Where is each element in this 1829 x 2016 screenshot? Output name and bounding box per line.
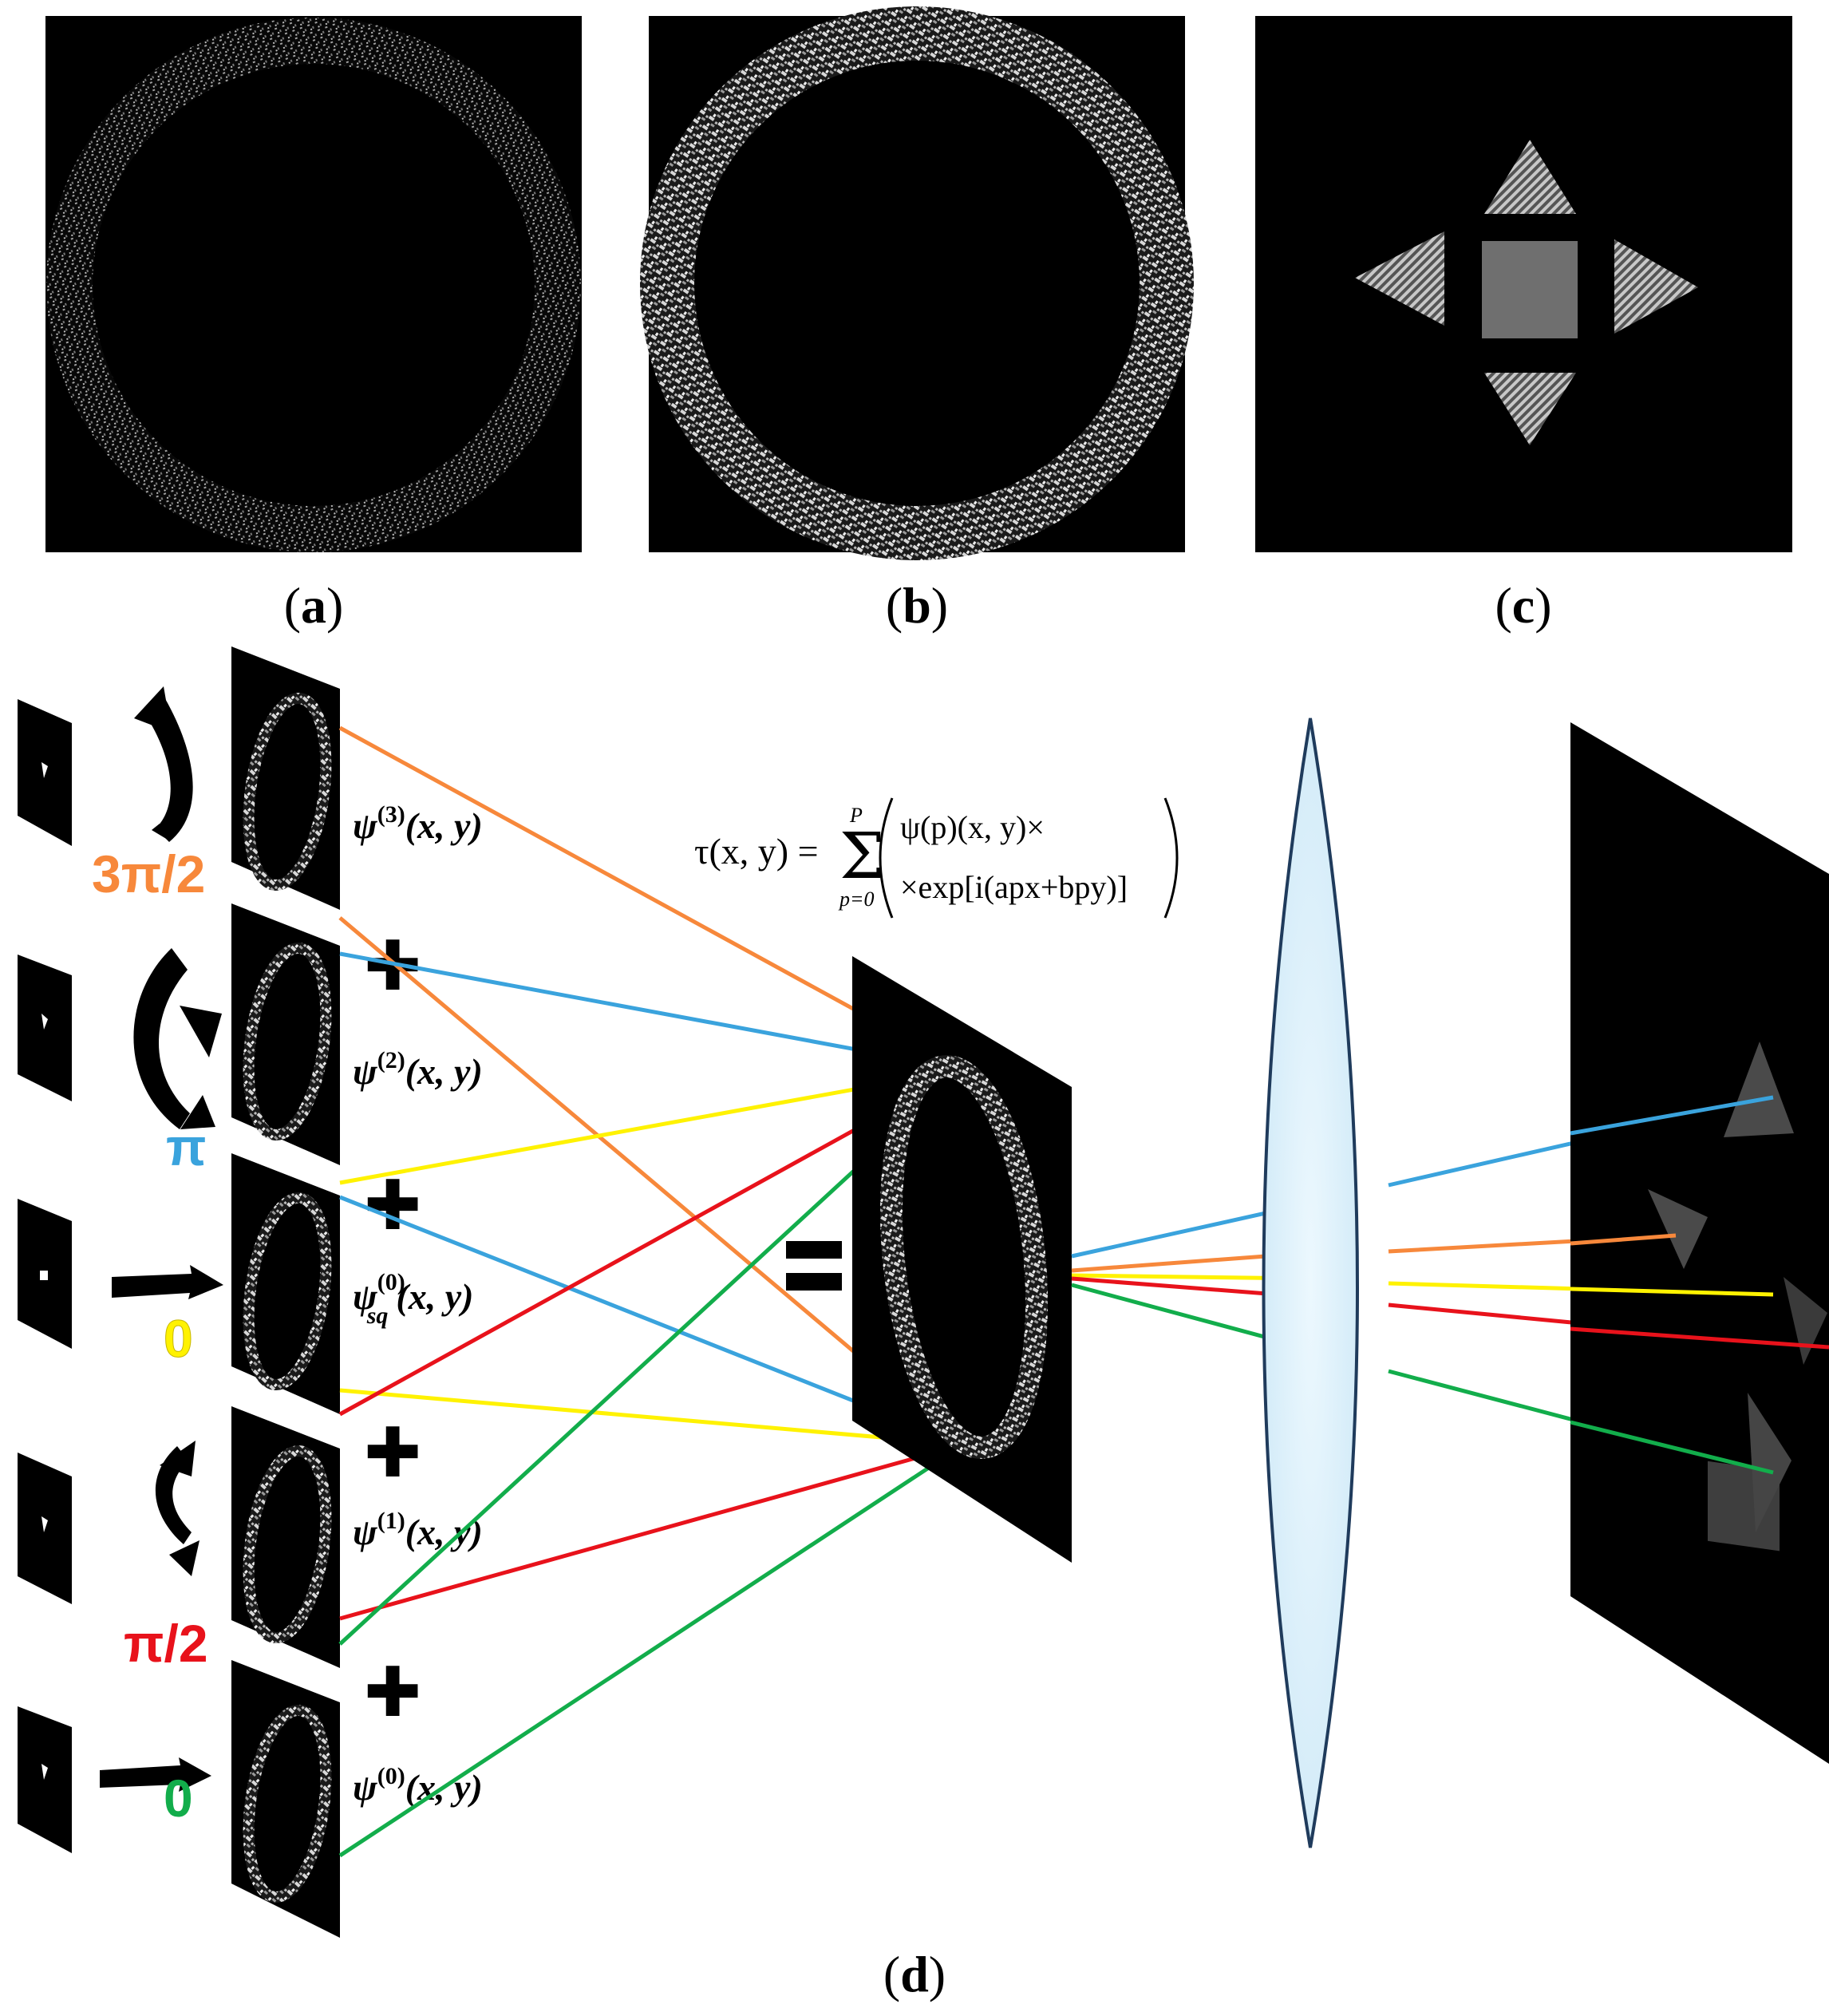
formula-lhs: τ(x, y) =: [694, 831, 819, 872]
formula-line1: ψ(p)(x, y)×: [900, 809, 1045, 845]
shift-arrow-0: [100, 1757, 211, 1792]
formula-sigma: Σ: [839, 819, 885, 893]
label-psi0: ψ(0)(x, y): [353, 1763, 483, 1808]
ray-green-2: [338, 1442, 966, 1858]
shift-arrow-sq: [112, 1265, 223, 1299]
rotation-arrow-pi: [133, 948, 222, 1129]
triangle-right: [1614, 239, 1698, 334]
phase-label-3pi2: 3π/2: [92, 844, 205, 903]
rotation-arrow-3pi2: [134, 686, 193, 842]
phase-label-0: 0: [164, 1769, 193, 1828]
phase-label-pi: π: [166, 1117, 207, 1176]
caption-d: (d): [883, 1946, 946, 2002]
combined-hologram: [852, 956, 1072, 1563]
triangle-up: [1484, 140, 1576, 214]
plus-sign-4: ✚: [364, 1653, 421, 1733]
caption-a: (a): [284, 577, 344, 634]
input-pattern-0: [18, 1706, 72, 1853]
ray-endpoints: [1570, 1095, 1829, 1475]
equals-sign: [786, 1241, 842, 1291]
output-triangle-right: [1784, 1277, 1827, 1365]
triangle-down: [1484, 373, 1576, 445]
plus-sign-2: ✚: [364, 1166, 421, 1246]
phase-label-0-sq: 0: [164, 1309, 193, 1368]
triangle-left: [1355, 231, 1444, 326]
output-triangle-left: [1648, 1189, 1708, 1269]
input-pattern-column: [18, 699, 72, 1853]
label-psi-sq: ψ(0)sq(x, y): [353, 1269, 473, 1329]
phase-label-pi2: π/2: [124, 1614, 208, 1673]
formula-sum-top: P: [849, 804, 863, 827]
formula-sum-bottom: p=0: [838, 887, 875, 911]
label-psi2: ψ(2)(x, y): [353, 1047, 483, 1092]
caption-b: (b): [886, 577, 948, 634]
formula: τ(x, y) = Σ P p=0 ψ(p)(x, y)× ×exp[i(apx…: [694, 797, 1179, 919]
plus-sign-3: ✚: [364, 1413, 421, 1493]
lens: [1262, 717, 1359, 1848]
output-plane: [1570, 722, 1829, 1764]
plus-signs: ✚ ✚ ✚ ✚: [364, 927, 421, 1733]
hologram-stack: [231, 646, 340, 1938]
ray-red-2: [339, 1442, 965, 1621]
formula-line2: ×exp[i(apx+bpy)]: [900, 869, 1128, 905]
rotation-arrow-pi2: [155, 1441, 199, 1576]
label-psi1: ψ(1)(x, y): [353, 1508, 483, 1552]
output-triangle-bottom: [1748, 1393, 1791, 1532]
input-pattern-2: [18, 955, 72, 1101]
caption-c: (c): [1495, 577, 1551, 634]
square-core: [1482, 241, 1578, 338]
ray-yellow-2: [339, 1388, 965, 1447]
output-triangle-top: [1724, 1042, 1794, 1137]
panel-a: [45, 16, 582, 552]
label-psi3: ψ(3)(x, y): [353, 801, 483, 846]
panel-c: [1255, 16, 1792, 552]
panel-b: [640, 6, 1194, 560]
